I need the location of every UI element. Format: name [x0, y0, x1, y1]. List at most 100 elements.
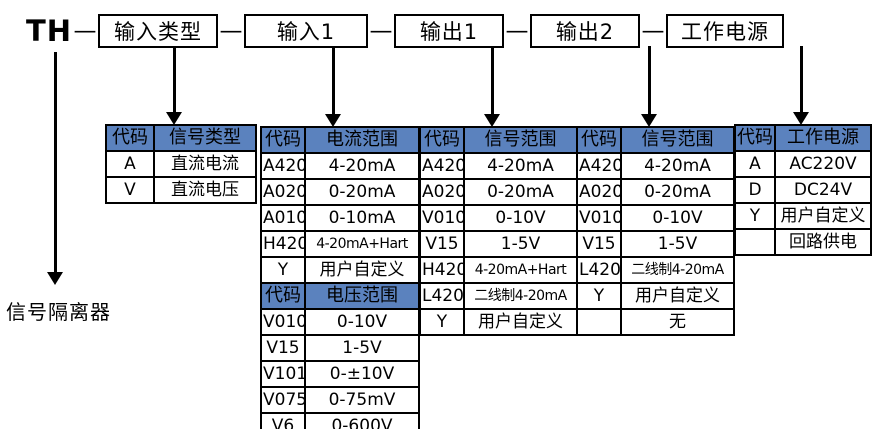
cell-code: A020	[576, 178, 622, 206]
separator-dash-4: —	[641, 17, 665, 44]
table-row-header: 代码 电流范围	[260, 126, 420, 154]
device-caption: 信号隔离器	[6, 300, 111, 324]
table-row: V010 0-10V	[419, 204, 578, 232]
connector-line-input-1	[332, 46, 335, 116]
cell-code: V101	[260, 360, 306, 388]
cell-code	[576, 308, 622, 336]
cell-code: V15	[419, 230, 465, 258]
separator-dash-0: —	[73, 17, 97, 44]
table-row: L420 二线制4-20mA	[576, 256, 735, 284]
cell-code: H420	[260, 230, 306, 258]
separator-dash-3: —	[505, 17, 529, 44]
column-header-code: 代码	[260, 126, 306, 154]
column-header-value: 工作电源	[774, 124, 872, 152]
column-header-value: 电压范围	[304, 282, 420, 310]
table-row-header: 代码 信号范围	[419, 126, 578, 154]
connector-line-power-supply	[800, 46, 803, 114]
cell-value: 1-5V	[620, 230, 735, 258]
table-power-supply: 代码 工作电源 A AC220V D DC24V Y 用户自定义 回路供电	[734, 124, 872, 256]
cell-code: A020	[419, 178, 465, 206]
cell-value: 4-20mA+Hart	[304, 230, 420, 258]
cell-code: A420	[419, 152, 465, 180]
cell-code: Y	[419, 308, 465, 336]
table-row: A 直流电流	[105, 150, 257, 178]
cell-code: V15	[260, 334, 306, 362]
cell-value: 0-20mA	[463, 178, 578, 206]
model-code-row: TH — 输入类型 — 输入1 — 输出1 — 输出2 — 工作电源	[0, 10, 880, 52]
cell-code: V075	[260, 386, 306, 414]
column-header-value: 信号范围	[463, 126, 578, 154]
column-header-code: 代码	[419, 126, 465, 154]
table-row: V010 0-10V	[576, 204, 735, 232]
cell-code: A420	[260, 152, 306, 180]
cell-code: A020	[260, 178, 306, 206]
cell-value: 0-10V	[463, 204, 578, 232]
cell-value: 二线制4-20mA	[463, 282, 578, 310]
cell-code	[734, 228, 776, 256]
model-prefix-th: TH	[25, 13, 72, 48]
cell-code: L420	[576, 256, 622, 284]
connector-line-input-type	[173, 46, 176, 114]
cell-value: 0-75mV	[304, 386, 420, 414]
segment-box-output-1: 输出1	[394, 14, 504, 48]
separator-dash-2: —	[369, 17, 393, 44]
cell-value: 无	[620, 308, 735, 336]
cell-value: 0-10V	[304, 308, 420, 336]
table-output-2: 代码 信号范围 A420 4-20mA A020 0-20mA V010 0-1…	[576, 126, 735, 336]
cell-code: D	[734, 176, 776, 204]
table-row: V 直流电压	[105, 176, 257, 204]
cell-value: 0-±10V	[304, 360, 420, 388]
cell-code: V010	[576, 204, 622, 232]
table-row: Y 用户自定义	[419, 308, 578, 336]
cell-value: 4-20mA	[304, 152, 420, 180]
cell-code: L420	[419, 282, 465, 310]
table-row: V075 0-75mV	[260, 386, 420, 414]
cell-value: 0-600V	[304, 412, 420, 429]
segment-box-output-2: 输出2	[530, 14, 640, 48]
cell-code: V010	[419, 204, 465, 232]
segment-box-input-type: 输入类型	[98, 14, 218, 48]
connector-arrow-th	[47, 272, 63, 285]
table-row: A020 0-20mA	[260, 178, 420, 206]
segment-box-input-1: 输入1	[244, 14, 368, 48]
table-row: V15 1-5V	[260, 334, 420, 362]
cell-value: 0-20mA	[304, 178, 420, 206]
cell-code: A	[105, 150, 155, 178]
cell-value: 直流电流	[153, 150, 257, 178]
cell-code: V	[105, 176, 155, 204]
table-row-header: 代码 信号范围	[576, 126, 735, 154]
cell-value: 二线制4-20mA	[620, 256, 735, 284]
separator-dash-1: —	[219, 17, 243, 44]
table-row: Y 用户自定义	[734, 202, 872, 230]
table-row: A420 4-20mA	[260, 152, 420, 180]
column-header-value: 电流范围	[304, 126, 420, 154]
cell-code: A	[734, 150, 776, 178]
column-header-code: 代码	[105, 124, 155, 152]
table-input-1: 代码 电流范围 A420 4-20mA A020 0-20mA A010 0-1…	[260, 126, 420, 429]
cell-code: A420	[576, 152, 622, 180]
table-row: 无	[576, 308, 735, 336]
table-row: H420 4-20mA+Hart	[419, 256, 578, 284]
table-row-header: 代码 工作电源	[734, 124, 872, 152]
cell-value: 0-20mA	[620, 178, 735, 206]
column-header-code: 代码	[576, 126, 622, 154]
connector-line-output-1	[491, 46, 494, 116]
table-row-header: 代码 电压范围	[260, 282, 420, 310]
cell-code: V15	[576, 230, 622, 258]
table-row-header: 代码 信号类型	[105, 124, 257, 152]
cell-value: 回路供电	[774, 228, 872, 256]
table-row: D DC24V	[734, 176, 872, 204]
table-row: V6 0-600V	[260, 412, 420, 429]
cell-code: Y	[576, 282, 622, 310]
cell-value: 用户自定义	[463, 308, 578, 336]
column-header-value: 信号范围	[620, 126, 735, 154]
column-header-value: 信号类型	[153, 124, 257, 152]
cell-value: 4-20mA	[620, 152, 735, 180]
table-row: Y 用户自定义	[260, 256, 420, 284]
connector-line-output-2	[648, 46, 651, 116]
cell-value: DC24V	[774, 176, 872, 204]
column-header-code: 代码	[260, 282, 306, 310]
table-row: V15 1-5V	[576, 230, 735, 258]
table-output-1: 代码 信号范围 A420 4-20mA A020 0-20mA V010 0-1…	[419, 126, 578, 336]
table-row: V101 0-±10V	[260, 360, 420, 388]
